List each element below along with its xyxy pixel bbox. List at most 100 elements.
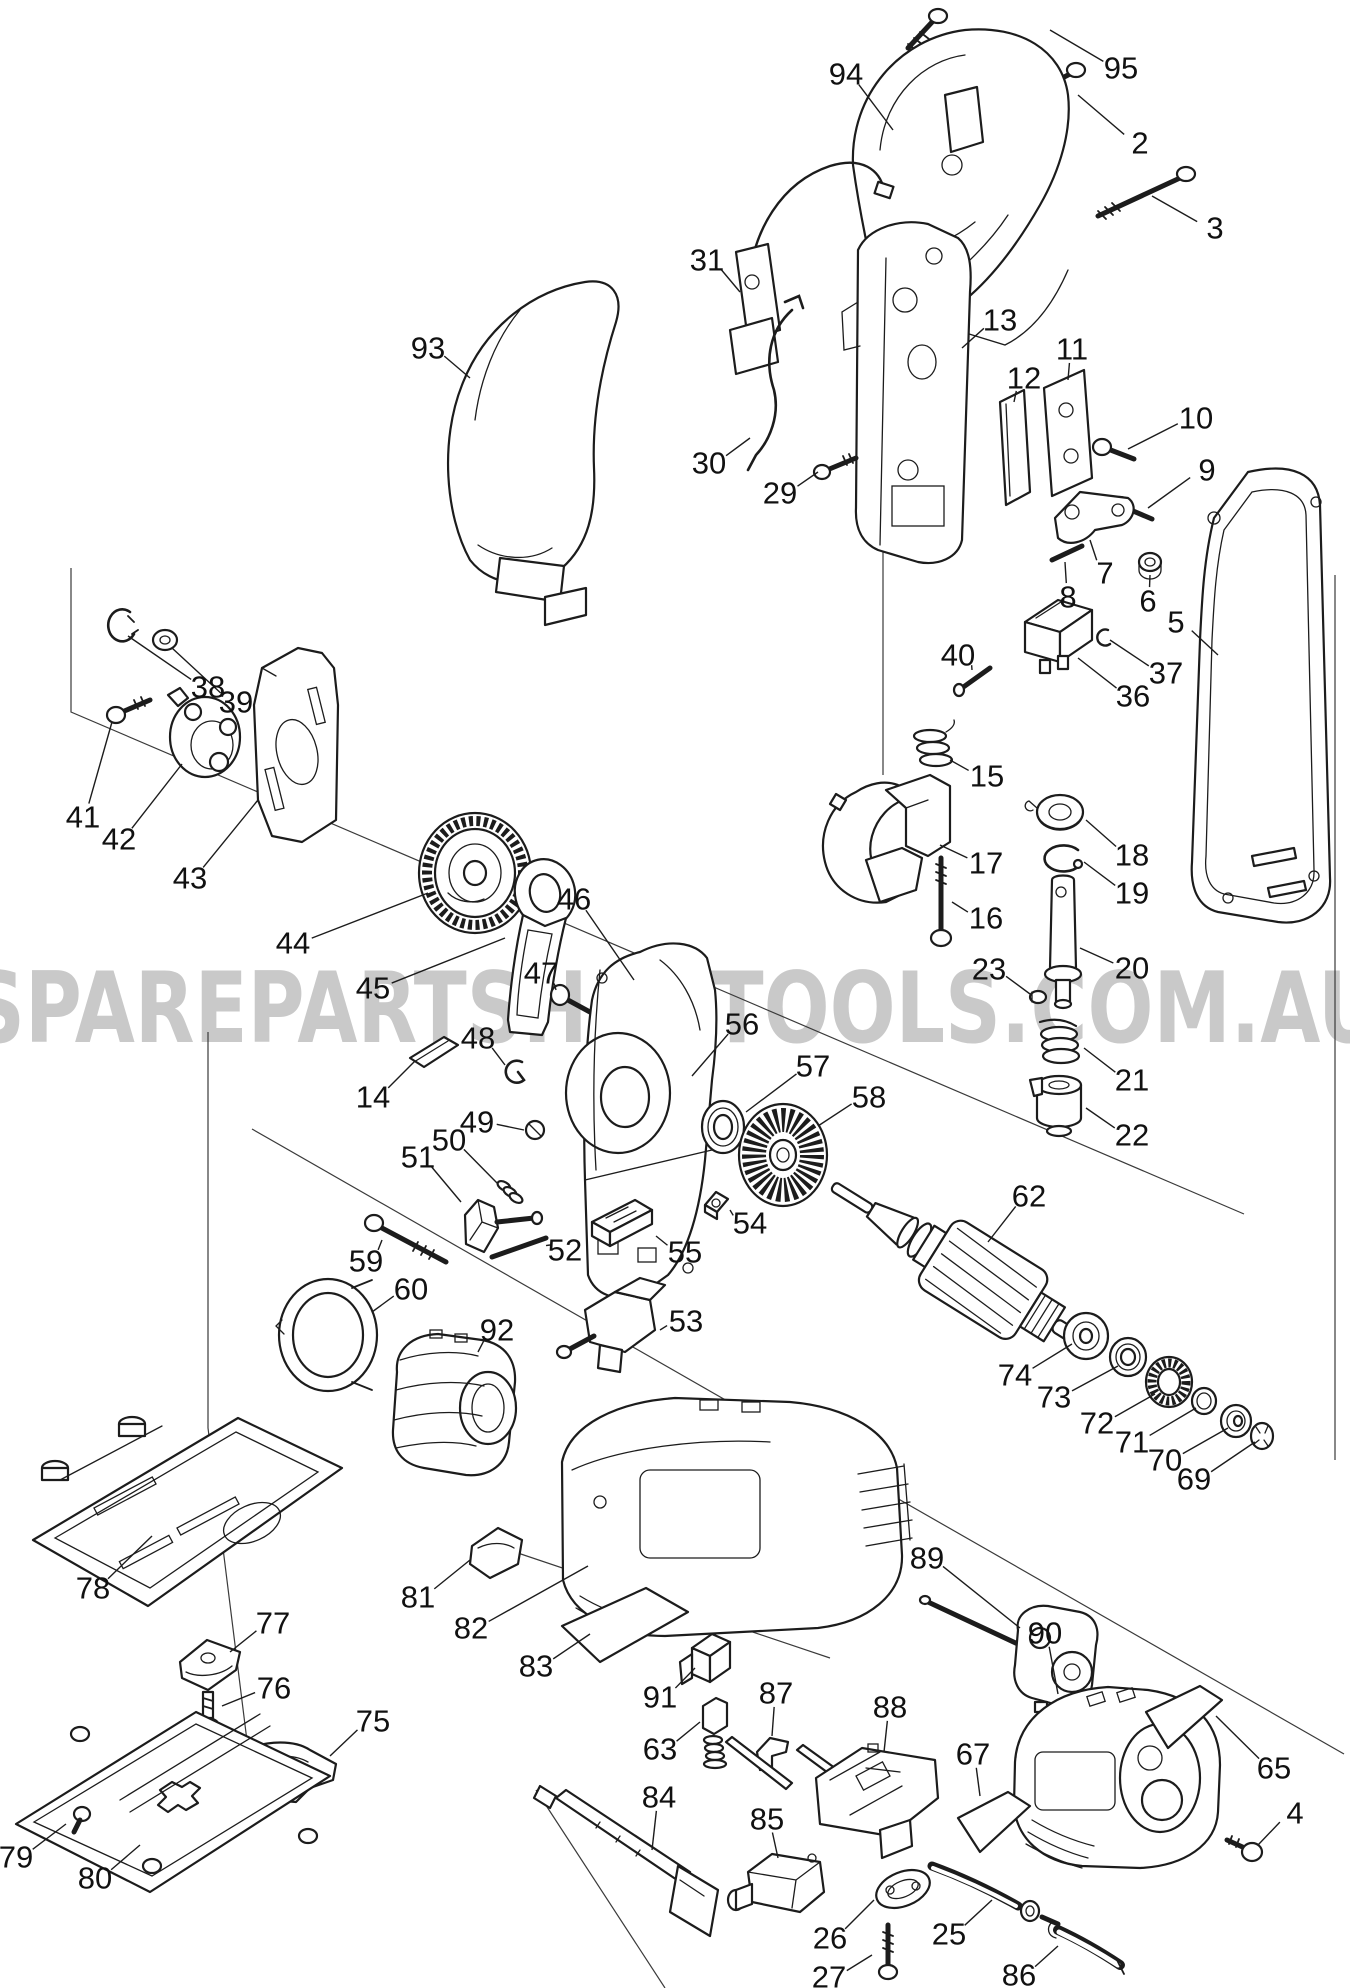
part-number-label-95: 95 (1104, 51, 1138, 86)
part-number-label-87: 87 (759, 1676, 793, 1711)
part-67-label-sticker (956, 1790, 1032, 1854)
part-12-plate (998, 388, 1032, 507)
part-59-screw (363, 1213, 449, 1265)
part-55-brush-holder (590, 1198, 654, 1248)
part-49-nut (524, 1119, 546, 1141)
leader-line-10 (1127, 423, 1179, 450)
part-number-label-86: 86 (1002, 1958, 1036, 1988)
leader-line-17 (939, 844, 968, 859)
part-20-plunger-rod (1043, 874, 1083, 1010)
part-number-label-67: 67 (956, 1737, 990, 1772)
part-number-label-74: 74 (998, 1358, 1032, 1393)
leader-line-14 (387, 1061, 415, 1089)
leader-line-85 (771, 1832, 779, 1859)
part-number-label-69: 69 (1177, 1462, 1211, 1497)
part-number-label-65: 65 (1257, 1751, 1291, 1786)
part-7-lever-plate (1053, 490, 1135, 544)
leader-line-44 (311, 892, 429, 939)
leader-line-25 (964, 1899, 993, 1926)
part-number-label-60: 60 (394, 1272, 428, 1307)
part-13-housing-half (841, 221, 972, 565)
part-number-label-78: 78 (76, 1571, 110, 1606)
part-31-cord-assembly (728, 161, 895, 376)
leader-line-81 (433, 1559, 471, 1590)
leader-line-50 (463, 1148, 499, 1185)
part-number-label-53: 53 (669, 1304, 703, 1339)
part-22-cup (1028, 1074, 1083, 1138)
part-83-label-sheet (560, 1586, 690, 1664)
part-41-screw (105, 696, 153, 725)
part-number-label-50: 50 (432, 1123, 466, 1158)
part-70-bearing (1219, 1403, 1253, 1439)
leader-line-88 (883, 1720, 889, 1753)
leader-line-55 (655, 1235, 668, 1246)
leader-line-72 (1114, 1393, 1156, 1418)
part-number-label-39: 39 (219, 685, 253, 720)
part-number-label-62: 62 (1012, 1179, 1046, 1214)
part-25-tube (927, 1861, 1061, 1927)
leader-line-54 (729, 1209, 734, 1216)
part-number-label-8: 8 (1059, 580, 1076, 615)
leader-line-80 (110, 1844, 141, 1871)
part-85-switch-unit (726, 1852, 826, 1914)
part-65-label-sticker (1144, 1684, 1224, 1750)
leader-line-53 (659, 1324, 668, 1331)
leader-line-37 (1109, 639, 1150, 667)
part-79-screw (71, 1805, 92, 1835)
part-number-label-63: 63 (643, 1732, 677, 1767)
leader-line-82 (488, 1565, 589, 1623)
part-10-screw (1091, 437, 1137, 462)
part-17-blade-clamp (821, 773, 952, 904)
part-number-label-16: 16 (969, 901, 1003, 936)
leader-line-94 (858, 84, 894, 131)
part-number-label-52: 52 (548, 1233, 582, 1268)
part-88-carrier-frame (814, 1743, 940, 1860)
part-78-base-plate (31, 1415, 344, 1608)
part-number-label-27: 27 (812, 1960, 846, 1988)
leader-line-59 (377, 1239, 383, 1251)
part-number-label-93: 93 (411, 331, 445, 366)
part-number-label-2: 2 (1131, 126, 1148, 161)
part-number-label-13: 13 (983, 303, 1017, 338)
leader-line-12 (1013, 390, 1017, 403)
leader-line-73 (1071, 1365, 1119, 1392)
part-number-label-82: 82 (454, 1611, 488, 1646)
part-number-label-84: 84 (642, 1780, 676, 1815)
part-number-label-21: 21 (1115, 1063, 1149, 1098)
part-number-label-81: 81 (401, 1580, 435, 1615)
part-number-label-17: 17 (969, 846, 1003, 881)
leader-line-26 (844, 1899, 875, 1930)
part-number-label-83: 83 (519, 1649, 553, 1684)
part-number-label-58: 58 (852, 1080, 886, 1115)
leader-line-77 (229, 1630, 257, 1653)
part-number-label-59: 59 (349, 1244, 383, 1279)
part-81-cover (468, 1526, 524, 1580)
part-number-label-75: 75 (356, 1704, 390, 1739)
leader-line-42 (131, 763, 183, 829)
part-number-label-90: 90 (1028, 1616, 1062, 1651)
leader-line-70 (1182, 1427, 1229, 1455)
part-number-label-72: 72 (1080, 1406, 1114, 1441)
part-number-label-51: 51 (401, 1140, 435, 1175)
part-number-label-5: 5 (1167, 605, 1184, 640)
part-number-label-79: 79 (0, 1840, 33, 1875)
part-number-label-48: 48 (461, 1021, 495, 1056)
leader-line-43 (202, 799, 259, 868)
leader-line-27 (846, 1954, 873, 1972)
leader-line-38 (127, 635, 192, 681)
part-54-block (703, 1190, 730, 1221)
part-number-label-77: 77 (256, 1606, 290, 1641)
part-72-pinion-gear (1144, 1355, 1194, 1409)
part-93-dust-cover (446, 280, 620, 627)
part-27-screw (877, 1922, 899, 1981)
leader-line-58 (817, 1103, 852, 1127)
leader-line-4 (1257, 1821, 1281, 1846)
leader-line-56 (691, 1033, 729, 1077)
leader-line-2 (1077, 94, 1125, 135)
leader-line-71 (1149, 1407, 1197, 1437)
part-number-label-71: 71 (1115, 1425, 1149, 1460)
part-89-roller-assembly (918, 1594, 1099, 1718)
part-16-bolt (929, 855, 953, 948)
parts-layer (14, 7, 1332, 1981)
part-number-label-92: 92 (480, 1313, 514, 1348)
